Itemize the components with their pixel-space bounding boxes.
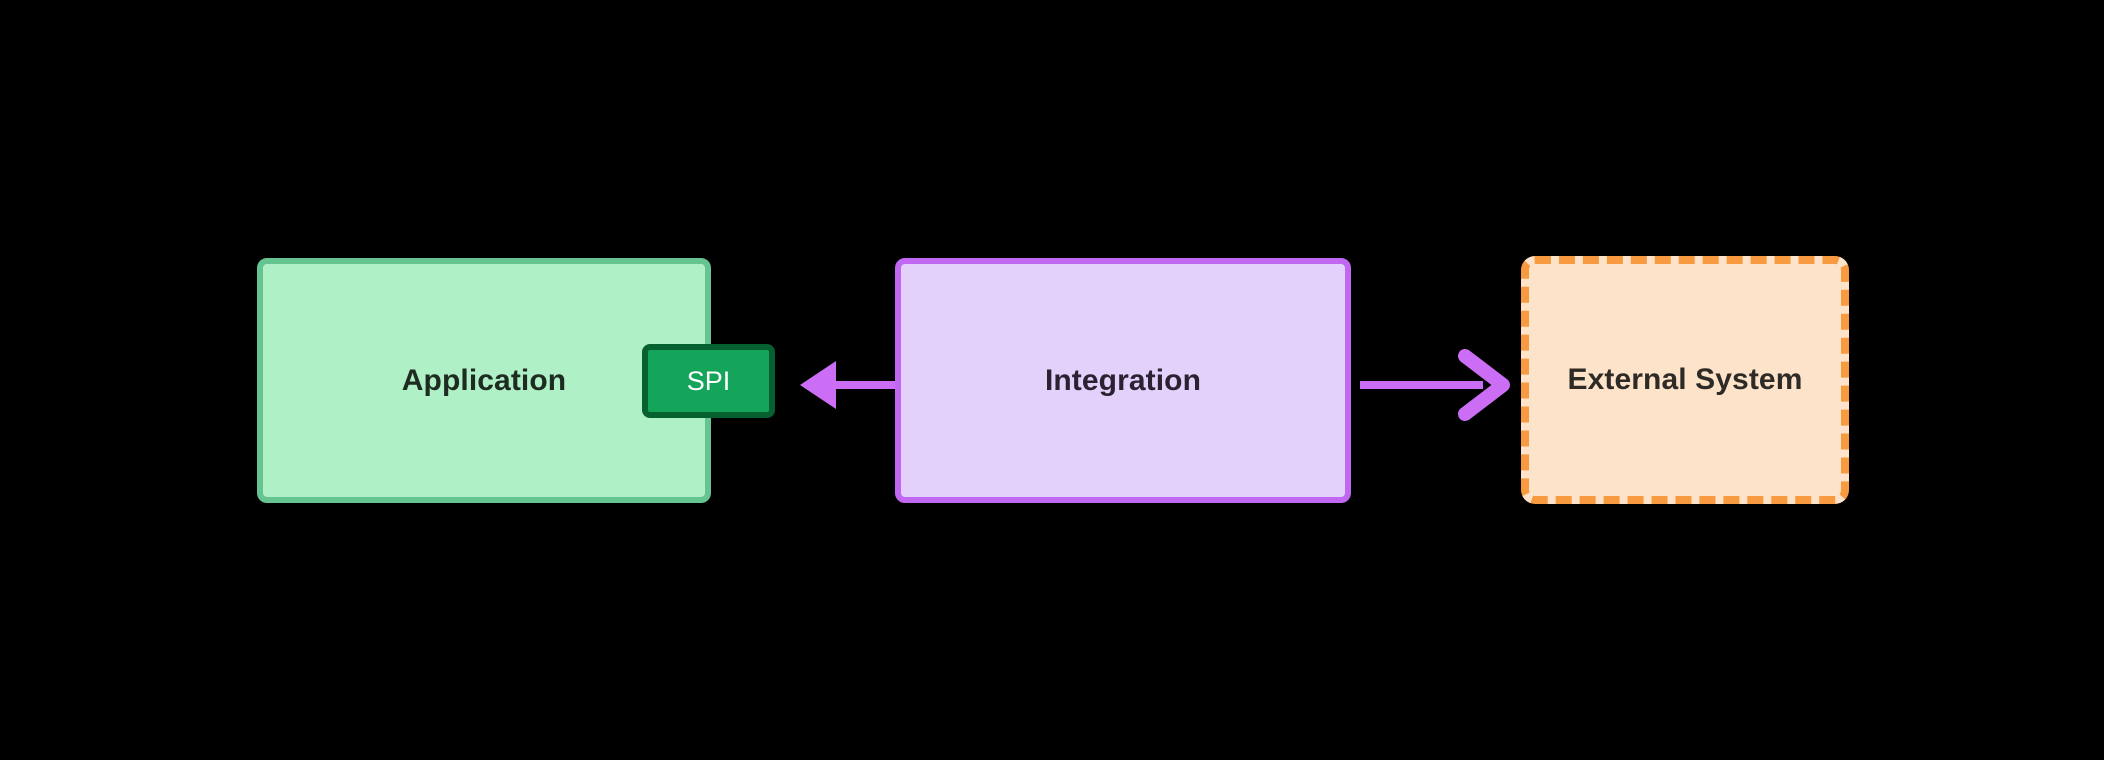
node-external-system[interactable]: External System <box>1521 256 1849 504</box>
node-integration[interactable]: Integration <box>895 258 1351 503</box>
node-integration-label: Integration <box>1044 363 1202 397</box>
arrowhead-left-icon <box>800 361 836 409</box>
edge-integration-to-spi <box>800 361 895 409</box>
node-external-system-label: External System <box>1567 363 1803 396</box>
edge-integration-to-external <box>1360 349 1510 421</box>
node-application-label: Application <box>401 363 567 397</box>
badge-spi[interactable]: SPI <box>642 344 775 418</box>
node-application[interactable]: Application <box>257 258 711 503</box>
badge-spi-label: SPI <box>686 365 731 396</box>
arrowhead-right-icon <box>1458 349 1510 421</box>
